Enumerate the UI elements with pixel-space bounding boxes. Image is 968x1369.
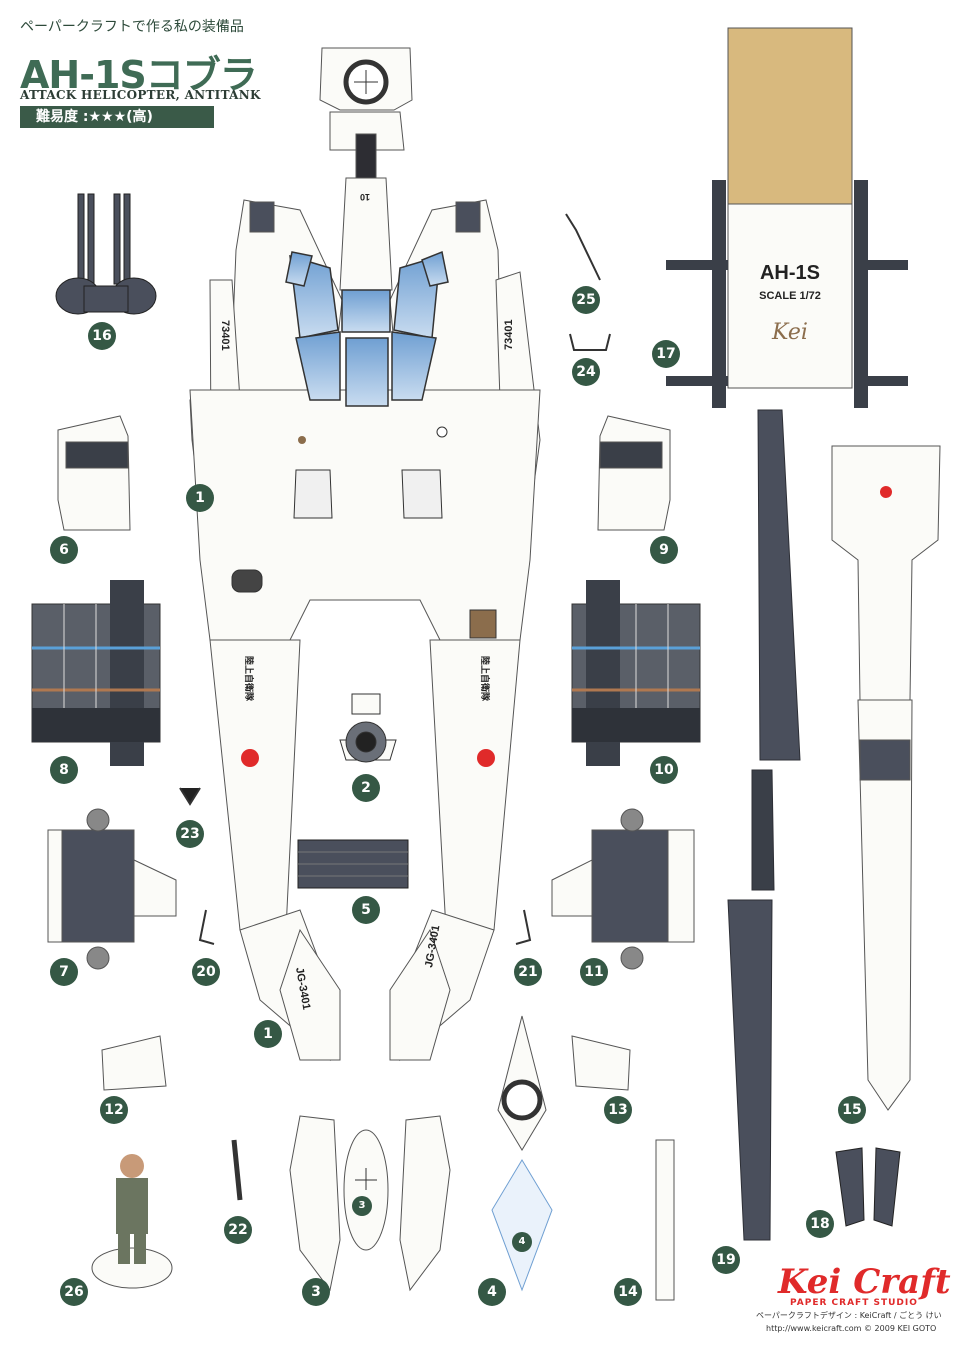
stand-model: AH-1S (759, 262, 820, 284)
fuselage-details (231, 426, 497, 767)
part-number-11: 11 (580, 958, 608, 986)
nose-marking: 10 (360, 192, 370, 202)
part-number-1: 1 (186, 484, 214, 512)
part-number-17: 17 (652, 340, 680, 368)
part-number-10: 10 (650, 756, 678, 784)
brand-studio: PAPER CRAFT STUDIO (790, 1298, 918, 1308)
part-number-14: 14 (614, 1278, 642, 1306)
part-number-21: 21 (514, 958, 542, 986)
part-number-23: 23 (176, 820, 204, 848)
part-number-1b: 1 (254, 1020, 282, 1048)
part-26-pilot-figure (91, 1154, 173, 1289)
part-3-fuselage-bottom (289, 1115, 451, 1292)
part-11-stub-wing (551, 808, 695, 970)
serial-left: 73401 (219, 320, 231, 351)
part-8-rocket-pod (31, 580, 161, 766)
header-subtitle: ペーパークラフトで作る私の装備品 (20, 19, 244, 35)
part-number-13: 13 (604, 1096, 632, 1124)
part-number-3b: 3 (352, 1196, 372, 1216)
part-number-2: 2 (352, 774, 380, 802)
part-number-25: 25 (572, 286, 600, 314)
part-number-12: 12 (100, 1096, 128, 1124)
part-18-skids (835, 1147, 901, 1227)
part-number-26: 26 (60, 1278, 88, 1306)
stand-signature: Kei (772, 320, 808, 345)
difficulty-badge: 難易度 :★★★(高) (20, 106, 214, 128)
part-10-rocket-pod (571, 580, 701, 766)
part-number-9: 9 (650, 536, 678, 564)
part-number-16: 16 (88, 322, 116, 350)
part-number-6: 6 (50, 536, 78, 564)
part-4-nose-cone (491, 1015, 553, 1292)
jgsdf-right: 陸上自衛隊 (480, 656, 491, 702)
part-16-gun-turret (55, 193, 157, 315)
credit-line-2: http://www.keicraft.com © 2009 KEI GOTO (766, 1324, 937, 1333)
part-number-20: 20 (192, 958, 220, 986)
part-number-22: 22 (224, 1216, 252, 1244)
part-2-exhaust (339, 693, 397, 763)
serial-right: 73401 (503, 319, 515, 350)
part-number-4: 4 (478, 1278, 506, 1306)
part-number-15: 15 (838, 1096, 866, 1124)
part-15-tail-boom (831, 445, 941, 1111)
part-1-fuselage (189, 47, 541, 1062)
page-title: AH-1Sコブラ (20, 53, 258, 97)
part-number-4b: 4 (512, 1232, 532, 1252)
part-14-strut (655, 1139, 675, 1301)
part-number-5: 5 (352, 896, 380, 924)
stand-scale: SCALE 1/72 (759, 290, 821, 302)
part-number-7: 7 (50, 958, 78, 986)
brand-logo: Kei Craft (778, 1262, 951, 1302)
part-number-3: 3 (302, 1278, 330, 1306)
part-12 (101, 1035, 167, 1091)
part-9-side-panel (597, 415, 671, 531)
part-13 (571, 1035, 631, 1091)
part-number-24: 24 (572, 358, 600, 386)
part-17-stand (666, 27, 908, 408)
part-19-rotor-blade (727, 409, 801, 1241)
header-english: ATTACK HELICOPTER, ANTITANK (20, 88, 261, 102)
part-number-18: 18 (806, 1210, 834, 1238)
part-number-19: 19 (712, 1246, 740, 1274)
part-5-engine-cover (297, 839, 409, 889)
part-6-side-panel (57, 415, 131, 531)
jgsdf-left: 陸上自衛隊 (244, 656, 255, 702)
part-7-stub-wing (47, 808, 177, 970)
part-number-8: 8 (50, 756, 78, 784)
small-parts (179, 213, 611, 1201)
canopy-glass (285, 250, 449, 407)
credit-line-1: ペーパークラフトデザイン : KeiCraft / ごとう けい (756, 1311, 942, 1320)
